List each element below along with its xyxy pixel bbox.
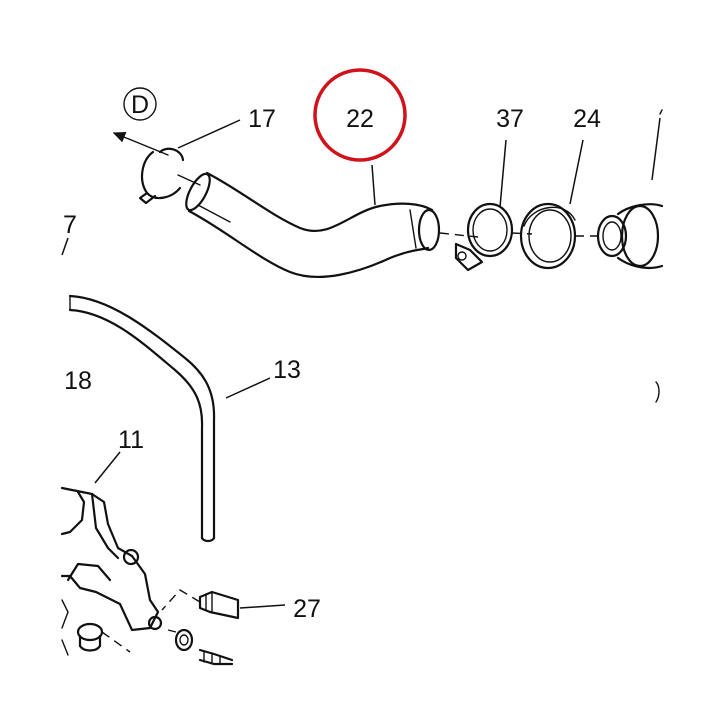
part-7-leader (61, 237, 69, 256)
callout-17: 17 (248, 105, 276, 133)
direction-d-label: D (131, 91, 149, 119)
part-11-bracket (60, 451, 163, 656)
part-24-seal (519, 139, 600, 270)
callout-11: 11 (118, 426, 144, 454)
callout-24: 24 (573, 105, 601, 133)
part-27-plug (161, 589, 286, 620)
part-22-hose (185, 164, 479, 279)
direction-arrow (112, 132, 169, 156)
hardware-fasteners (76, 622, 234, 666)
part-13-pipe (68, 294, 271, 543)
callout-27: 27 (293, 595, 321, 623)
callout-13: 13 (273, 356, 301, 384)
direction-d-marker: D (112, 87, 169, 156)
callout-22: 22 (346, 105, 374, 133)
direction-d-circle (123, 87, 157, 121)
outlet-fitting-partial (596, 109, 664, 403)
callout-7: 7 (63, 211, 77, 239)
callout-18: 18 (64, 367, 92, 395)
part-37-clamp (454, 139, 533, 272)
callout-37: 37 (496, 105, 524, 133)
highlight-circle (313, 68, 407, 162)
part-17-clamp (138, 119, 241, 205)
